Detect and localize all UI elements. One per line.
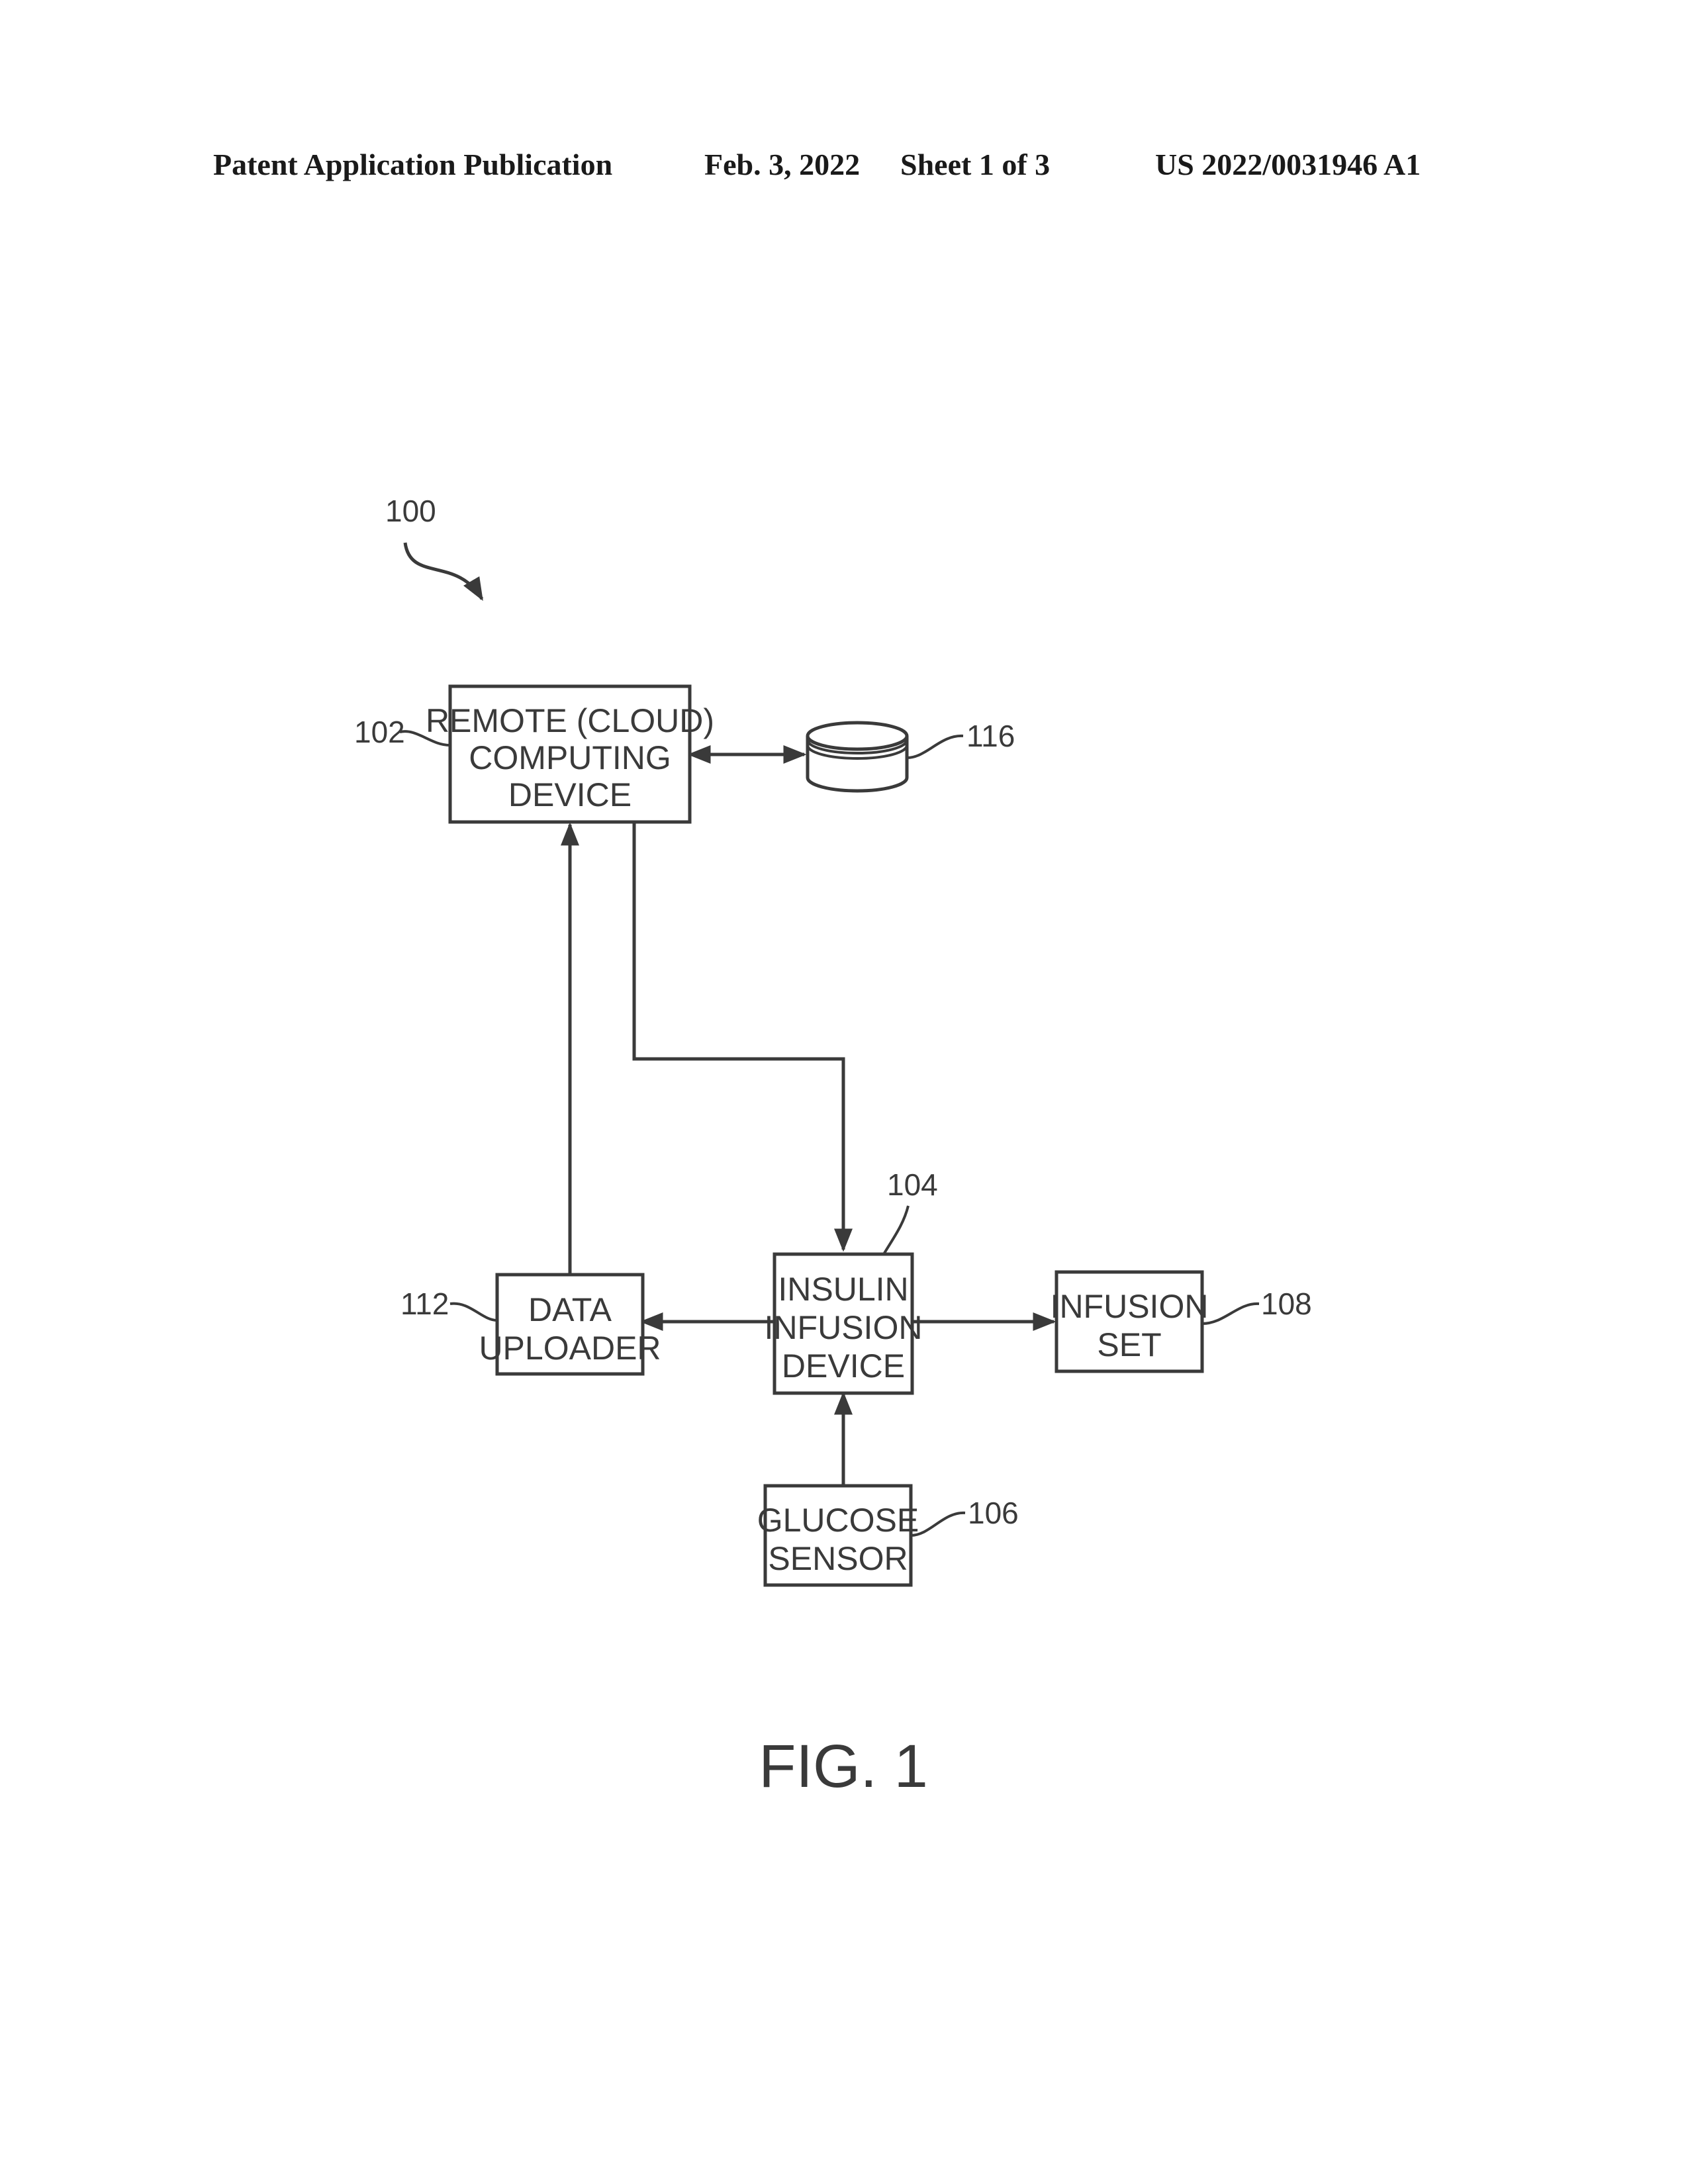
system-reference: 100	[385, 494, 482, 599]
uploader-label-line-1: DATA	[528, 1291, 612, 1328]
remote-to-infusion-device-link	[634, 822, 843, 1250]
uploader-ref-leader	[450, 1304, 497, 1320]
infusion-device-label-line-2: INFUSION	[765, 1309, 923, 1346]
insulin-infusion-device: INSULIN INFUSION DEVICE 104	[765, 1167, 938, 1393]
infusion-set-label-line-1: INFUSION	[1051, 1288, 1209, 1325]
sensor-label-line-1: GLUCOSE	[757, 1502, 919, 1539]
sensor-ref-leader	[911, 1513, 965, 1535]
data-uploader: DATA UPLOADER 112	[400, 1275, 661, 1374]
database-ref-leader	[907, 736, 963, 758]
remote-label-line-2: COMPUTING	[469, 739, 671, 776]
database-ref-label: 116	[966, 719, 1015, 753]
infusion-device-label-line-3: DEVICE	[782, 1347, 905, 1385]
remote-ref-label: 102	[354, 715, 405, 749]
database-top	[808, 723, 907, 749]
infusion-set: INFUSION SET 108	[1051, 1272, 1312, 1371]
sensor-label-line-2: SENSOR	[768, 1540, 908, 1577]
infusion-set-label-line-2: SET	[1097, 1326, 1161, 1363]
sensor-ref-label: 106	[968, 1496, 1019, 1530]
database: 116	[808, 719, 1015, 791]
remote-computing-device: REMOTE (CLOUD) COMPUTING DEVICE 102	[354, 686, 714, 822]
remote-label-line-1: REMOTE (CLOUD)	[426, 702, 714, 739]
remote-label-line-3: DEVICE	[508, 776, 632, 813]
infusion-device-ref-label: 104	[887, 1167, 938, 1202]
system-ref-label: 100	[385, 494, 436, 528]
infusion-set-ref-label: 108	[1261, 1287, 1312, 1321]
infusion-device-ref-leader	[884, 1206, 908, 1254]
figure-caption: FIG. 1	[759, 1733, 928, 1800]
system-ref-arrow	[405, 543, 482, 599]
infusion-device-label-line-1: INSULIN	[778, 1271, 908, 1308]
infusion-set-ref-leader	[1202, 1304, 1259, 1324]
glucose-sensor: GLUCOSE SENSOR 106	[757, 1486, 1019, 1585]
uploader-ref-label: 112	[400, 1287, 449, 1321]
uploader-label-line-2: UPLOADER	[479, 1330, 661, 1367]
